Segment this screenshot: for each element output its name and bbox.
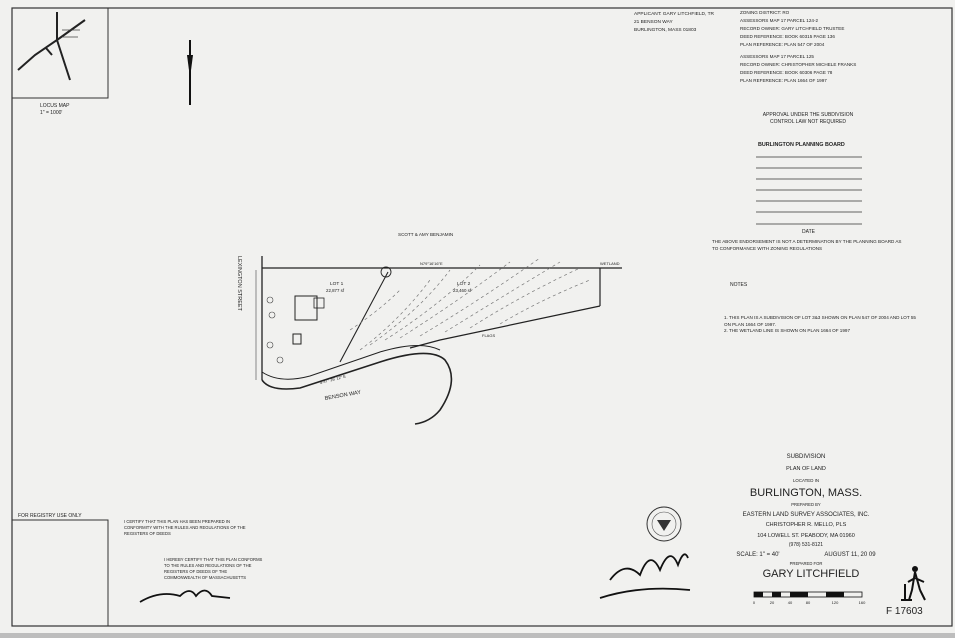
firm-phone: (978) 531-8121 xyxy=(789,542,823,548)
street-label-south: BENSON WAY xyxy=(324,390,361,402)
svg-text:160: 160 xyxy=(859,600,866,605)
north-arrow-icon xyxy=(187,40,193,105)
svg-text:40: 40 xyxy=(788,600,793,605)
svg-text:PLAN REFERENCE: PLAN 1664 OF 1: PLAN REFERENCE: PLAN 1664 OF 1997 xyxy=(740,78,827,83)
svg-text:N79°16'16"E: N79°16'16"E xyxy=(420,261,443,266)
title-block: SUBDIVISION PLAN OF LAND LOCATED IN BURL… xyxy=(736,454,876,580)
zoning-block: ZONING DISTRICT: RO ASSESSORS MAP 17 PAR… xyxy=(740,10,856,83)
svg-text:PREPARED BY: PREPARED BY xyxy=(791,502,821,507)
surveyor-name: CHRISTOPHER R. MELLO, PLS xyxy=(766,522,847,528)
svg-text:DEED REFERENCE: BOOK 60315 PAG: DEED REFERENCE: BOOK 60315 PAGE 136 xyxy=(740,34,835,39)
date-label: DATE xyxy=(802,229,816,235)
stamped-signature xyxy=(599,553,691,599)
plan-number: F 17603 xyxy=(886,606,923,617)
plan-scale: SCALE: 1" = 40' xyxy=(736,552,779,558)
approval-text: APPROVAL UNDER THE SUBDIVISION CONTROL L… xyxy=(762,112,854,125)
svg-text:21 BENSON WAY: 21 BENSON WAY xyxy=(634,19,673,25)
title-line3: LOCATED IN xyxy=(793,478,819,483)
svg-text:BURLINGTON, MASS 01803: BURLINGTON, MASS 01803 xyxy=(634,27,697,33)
svg-text:0: 0 xyxy=(753,600,756,605)
svg-text:80: 80 xyxy=(806,600,811,605)
endorsement-text: THE ABOVE ENDORSEMENT IS NOT A DETERMINA… xyxy=(712,239,902,251)
svg-text:ASSESSORS MAP 17 PARCEL 124-2: ASSESSORS MAP 17 PARCEL 124-2 xyxy=(740,18,818,23)
svg-text:ASSESSORS MAP 17 PARCEL 125: ASSESSORS MAP 17 PARCEL 125 xyxy=(740,54,814,59)
registry-box: FOR REGISTRY USE ONLY xyxy=(11,513,109,627)
firm-name: EASTERN LAND SURVEY ASSOCIATES, INC. xyxy=(743,512,870,518)
locus-map-scale: 1" = 1000' xyxy=(40,110,62,116)
applicant-block: APPLICANT: GARY LITCHFIELD, TR 21 BENSON… xyxy=(634,11,715,33)
svg-text:20: 20 xyxy=(770,600,775,605)
svg-text:PLAN REFERENCE: PLAN 547 OF 20: PLAN REFERENCE: PLAN 547 OF 2004 xyxy=(740,42,825,47)
plan-date: AUGUST 11, 20 09 xyxy=(824,552,876,558)
abutter-label: SCOTT & AMY BENJAMIN xyxy=(398,232,453,237)
client-name: GARY LITCHFIELD xyxy=(763,568,860,580)
surveyor-figure-icon xyxy=(901,566,926,601)
registry-label: FOR REGISTRY USE ONLY xyxy=(18,513,82,519)
surveyor-seal xyxy=(646,506,682,542)
title-line1: SUBDIVISION xyxy=(787,454,826,460)
planning-board-block: APPROVAL UNDER THE SUBDIVISION CONTROL L… xyxy=(712,112,902,251)
graphic-scale-bar: 0 20 40 80 120 160 xyxy=(753,591,866,605)
title-town: BURLINGTON, MASS. xyxy=(750,487,862,499)
locus-map: LOCUS MAP 1" = 1000' xyxy=(11,7,109,116)
svg-text:S 47° 26' 12" E: S 47° 26' 12" E xyxy=(319,374,347,385)
svg-text:RECORD OWNER: CHRISTOPHER MICH: RECORD OWNER: CHRISTOPHER MICHELE FRANKS xyxy=(740,62,856,67)
firm-address: 104 LOWELL ST. PEABODY, MA 01960 xyxy=(757,533,855,539)
svg-text:DEED REFERENCE: BOOK 60306 PAG: DEED REFERENCE: BOOK 60306 PAGE 78 xyxy=(740,70,833,75)
note-item: 1. THIS PLAN IS A SUBDIVISION OF LOT 3&3… xyxy=(724,315,916,327)
svg-text:WETLAND: WETLAND xyxy=(600,261,620,266)
street-label-west: LEXINGTON STREET xyxy=(236,256,242,312)
lot1-label: LOT 1 xyxy=(330,281,344,287)
lot2-area: 23,460 sf xyxy=(453,288,472,293)
certification-block: I CERTIFY THAT THIS PLAN HAS BEEN PREPAR… xyxy=(124,519,262,603)
lot2-label: LOT 2 xyxy=(457,281,471,287)
notes-block: NOTES 1. THIS PLAN IS A SUBDIVISION OF L… xyxy=(724,282,916,334)
surveyor-signature xyxy=(139,589,231,603)
svg-text:PREPARED FOR: PREPARED FOR xyxy=(790,561,823,566)
svg-text:120: 120 xyxy=(832,600,839,605)
note-item: 2. THE WETLAND LINE IS SHOWN ON PLAN 166… xyxy=(724,328,851,334)
notes-title: NOTES xyxy=(730,282,748,288)
lot-plan: SCOTT & AMY BENJAMIN LEXINGTON STREET BE… xyxy=(236,232,622,425)
locus-map-title: LOCUS MAP xyxy=(40,103,70,109)
planning-board-title: BURLINGTON PLANNING BOARD xyxy=(758,142,845,148)
sheet-border xyxy=(11,7,953,627)
title-line2: PLAN OF LAND xyxy=(786,466,826,472)
svg-text:ZONING DISTRICT: RO: ZONING DISTRICT: RO xyxy=(740,10,790,15)
svg-text:RECORD OWNER: GARY LITCHFIELD: RECORD OWNER: GARY LITCHFIELD TRUSTEE xyxy=(740,26,844,31)
lot1-area: 22,877 sf xyxy=(326,288,345,293)
svg-text:APPLICANT: GARY LITCHFIELD, TR: APPLICANT: GARY LITCHFIELD, TR xyxy=(634,11,715,17)
svg-text:FLAGS: FLAGS xyxy=(482,333,495,338)
